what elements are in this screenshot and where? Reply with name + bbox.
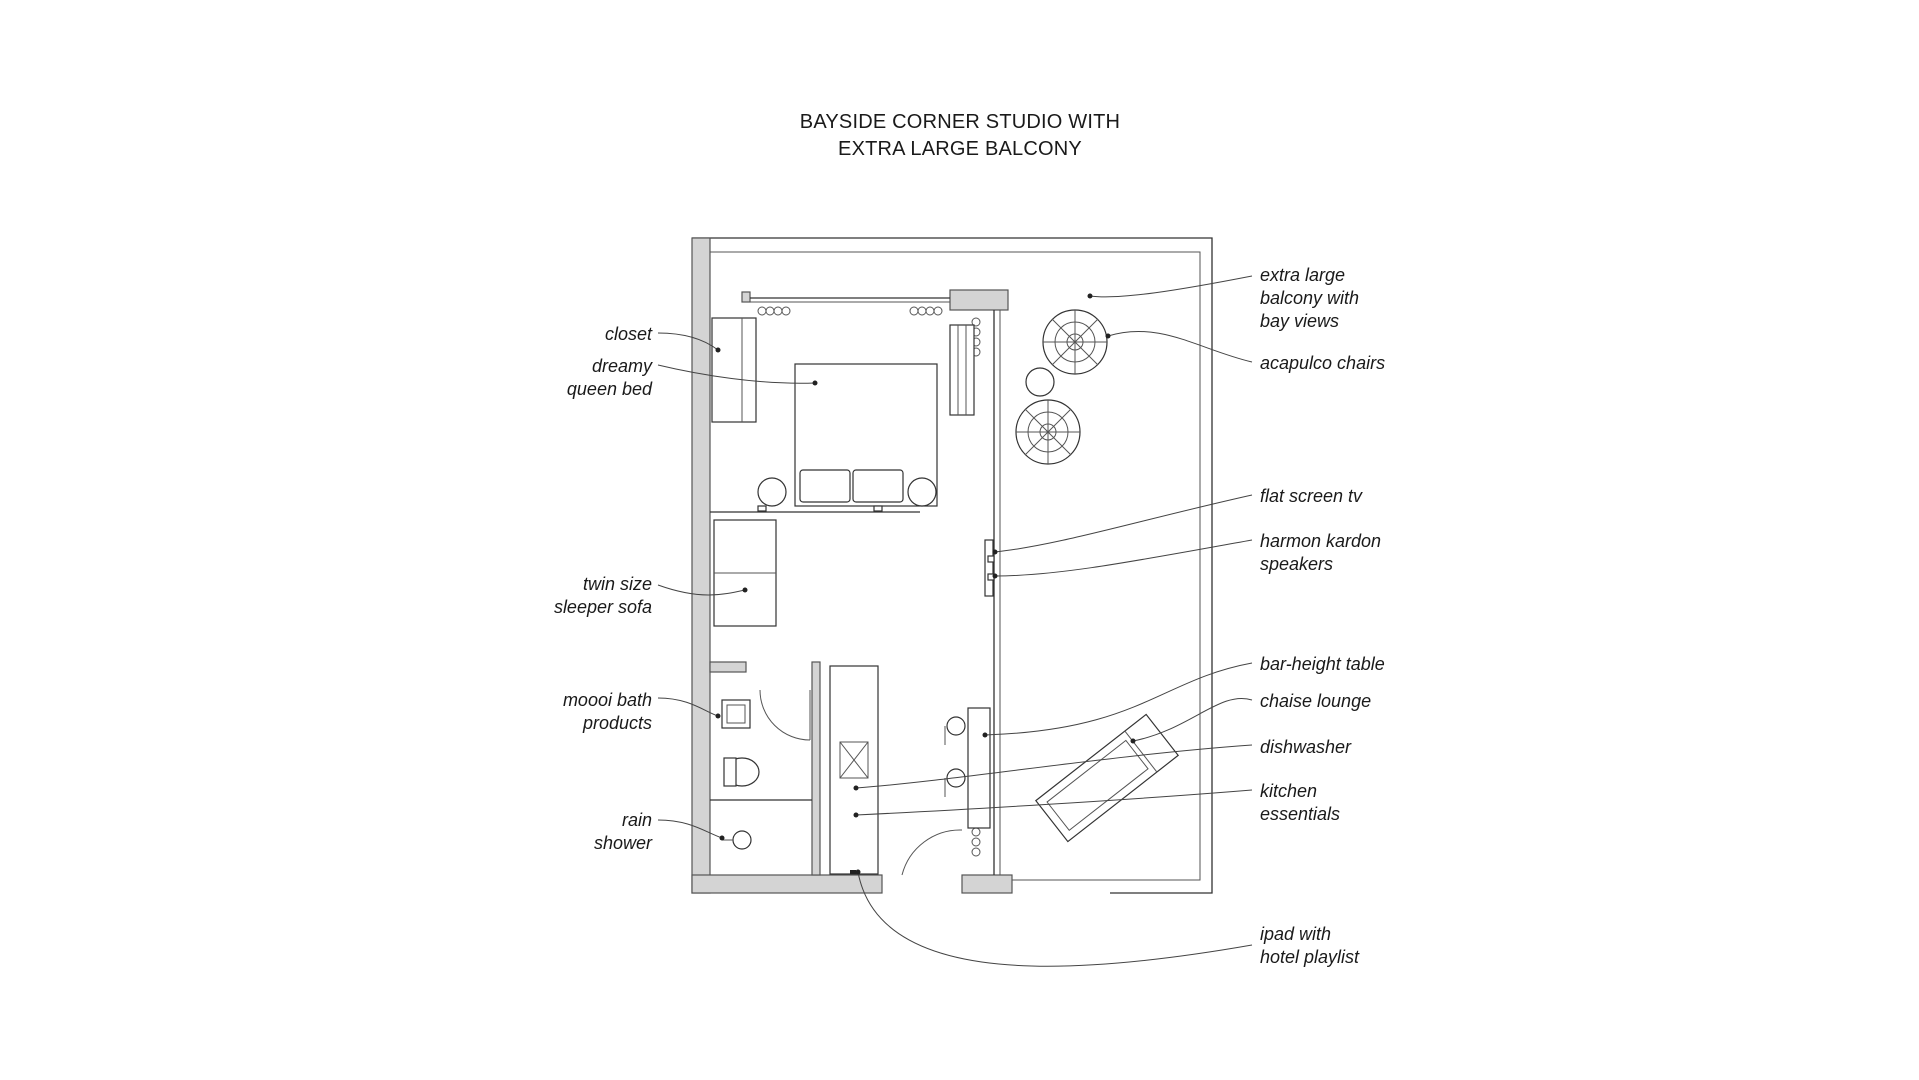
label-ipad-line2: hotel playlist — [1260, 947, 1360, 967]
kitchen-counter — [829, 665, 879, 875]
sleeper-sofa — [713, 519, 777, 627]
label-speakers-line1: harmon kardon — [1260, 531, 1381, 551]
label-queen-bed-line1: dreamy — [592, 356, 653, 376]
label-bar-table: bar-height table — [1260, 654, 1385, 674]
luggage-rack — [949, 324, 975, 416]
label-rain-shower-line2: shower — [594, 833, 653, 853]
label-sleeper-sofa-line2: sleeper sofa — [554, 597, 652, 617]
acapulco-chairs — [1015, 309, 1108, 465]
label-kitchen-essentials-line1: kitchen — [1260, 781, 1317, 801]
label-acapulco-chairs: acapulco chairs — [1260, 353, 1385, 373]
label-balcony-line2: balcony with — [1260, 288, 1359, 308]
label-bath-products-line1: moooi bath — [563, 690, 652, 710]
label-rain-shower-line1: rain — [622, 810, 652, 830]
queen-bed — [757, 363, 938, 512]
label-chaise-lounge: chaise lounge — [1260, 691, 1371, 711]
label-kitchen-essentials-line2: essentials — [1260, 804, 1340, 824]
label-balcony-line1: extra large — [1260, 265, 1345, 285]
label-closet: closet — [605, 324, 653, 344]
label-ipad-line1: ipad with — [1260, 924, 1331, 944]
label-balcony-line3: bay views — [1260, 311, 1339, 331]
studio-walls — [691, 237, 1013, 894]
labels-right: extra large balcony with bay views acapu… — [1260, 265, 1385, 967]
label-sleeper-sofa-line1: twin size — [583, 574, 652, 594]
curtain-rings — [757, 306, 981, 857]
entry-door-swing — [901, 829, 963, 876]
leader-lines — [657, 275, 1253, 967]
labels-left: closet dreamy queen bed twin size sleepe… — [554, 324, 653, 853]
balcony-outline — [692, 237, 1213, 894]
label-dishwasher: dishwasher — [1260, 737, 1352, 757]
bathroom — [721, 689, 811, 850]
tv-unit — [984, 539, 995, 597]
plan-title-line1: BAYSIDE CORNER STUDIO WITH — [800, 111, 1120, 133]
plan-title-line2: EXTRA LARGE BALCONY — [838, 138, 1082, 160]
label-bath-products-line2: products — [582, 713, 652, 733]
chaise-lounge — [1034, 713, 1180, 843]
closet — [711, 317, 757, 423]
label-queen-bed-line2: queen bed — [567, 379, 653, 399]
label-speakers-line2: speakers — [1260, 554, 1333, 574]
label-flat-screen-tv: flat screen tv — [1260, 486, 1363, 506]
bar-height-table — [944, 707, 991, 829]
